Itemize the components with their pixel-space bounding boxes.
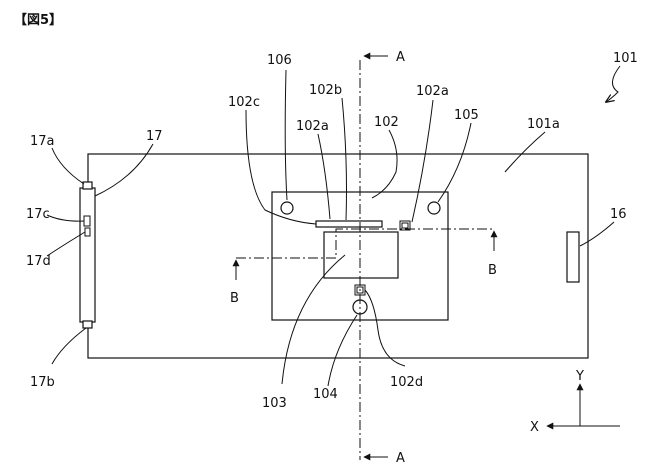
base-plate bbox=[87, 153, 589, 359]
leader-17d bbox=[46, 231, 86, 257]
leader-105 bbox=[437, 122, 472, 203]
leader-102b bbox=[341, 97, 347, 221]
axis-y-label: Y bbox=[575, 369, 584, 384]
section-line-b bbox=[236, 228, 494, 259]
label-16: 16 bbox=[610, 207, 627, 222]
section-b-left-label: B bbox=[230, 291, 239, 306]
label-17b: 17b bbox=[30, 375, 55, 390]
hole-right-mark bbox=[399, 220, 411, 231]
leader-102a-right bbox=[411, 99, 434, 223]
leader-101a bbox=[504, 131, 546, 173]
label-106: 106 bbox=[267, 53, 292, 68]
right-block bbox=[566, 231, 580, 283]
leader-17b bbox=[51, 327, 87, 365]
chip bbox=[323, 231, 399, 279]
label-17: 17 bbox=[146, 129, 163, 144]
label-103: 103 bbox=[262, 396, 287, 411]
label-104: 104 bbox=[313, 387, 338, 402]
leader-17a bbox=[51, 147, 85, 185]
slot bbox=[315, 220, 383, 228]
leader-102 bbox=[371, 129, 398, 199]
label-17a: 17a bbox=[30, 134, 55, 149]
label-17c: 17c bbox=[26, 207, 50, 222]
side-block bbox=[79, 187, 96, 323]
leader-16 bbox=[579, 221, 615, 247]
side-bottom-tab bbox=[82, 320, 93, 329]
leader-104 bbox=[327, 314, 358, 387]
leader-103 bbox=[281, 254, 346, 385]
leader-17c bbox=[46, 214, 85, 222]
right-circle bbox=[427, 201, 441, 215]
label-105: 105 bbox=[454, 108, 479, 123]
label-101a: 101a bbox=[527, 117, 560, 132]
label-102a-right: 102a bbox=[416, 84, 449, 99]
label-101: 101 bbox=[613, 51, 638, 66]
label-102: 102 bbox=[374, 115, 399, 130]
axis-x-label: X bbox=[530, 420, 539, 435]
label-102c: 102c bbox=[228, 95, 260, 110]
section-b-right-label: B bbox=[488, 263, 497, 278]
leader-101 bbox=[606, 65, 621, 102]
leader-17 bbox=[94, 143, 154, 197]
label-17d: 17d bbox=[26, 254, 51, 269]
section-a-top-label: A bbox=[396, 50, 405, 65]
left-circle bbox=[280, 201, 294, 215]
label-102b: 102b bbox=[309, 83, 342, 98]
label-102a-left: 102a bbox=[296, 119, 329, 134]
leader-102c bbox=[245, 109, 317, 225]
figure-title: 【図5】 bbox=[14, 12, 62, 28]
leader-102d bbox=[364, 289, 406, 367]
leader-106 bbox=[284, 69, 288, 201]
leader-102a-left bbox=[317, 133, 331, 220]
side-top-tab bbox=[82, 181, 93, 190]
section-a-bottom-label: A bbox=[396, 451, 405, 466]
label-102d: 102d bbox=[390, 375, 423, 390]
